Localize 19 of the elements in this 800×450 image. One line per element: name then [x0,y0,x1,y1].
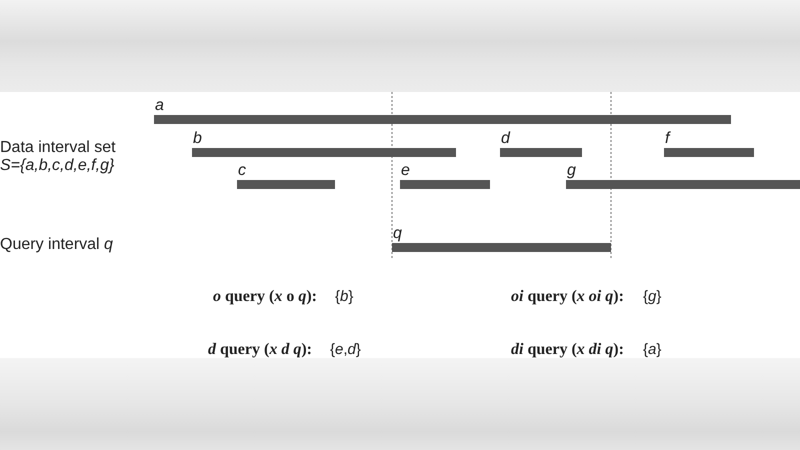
result-set: {b} [335,287,354,306]
query-definition: d query (x d q): [208,340,312,359]
interval-label: f [665,131,670,146]
query-definition: o query (x o q): [213,287,317,306]
query-definition: oi query (x oi q): [511,287,624,306]
interval-label: q [393,226,402,241]
result-set: {g} [643,287,662,306]
interval-label: e [401,163,410,178]
set-notation: S={a,b,c,d,e,f,g} [0,157,114,175]
interval-label: d [501,131,510,146]
interval-label: a [155,98,164,113]
result-set: {a} [643,340,662,359]
interval-label: b [193,131,202,146]
query-caption: Query interval q [0,236,113,254]
query-definition: di query (x di q): [511,340,624,359]
interval-label: c [238,163,246,178]
interval-label: g [567,163,576,178]
result-set: {e,d} [330,340,361,359]
set-caption: Data interval set [0,139,116,157]
